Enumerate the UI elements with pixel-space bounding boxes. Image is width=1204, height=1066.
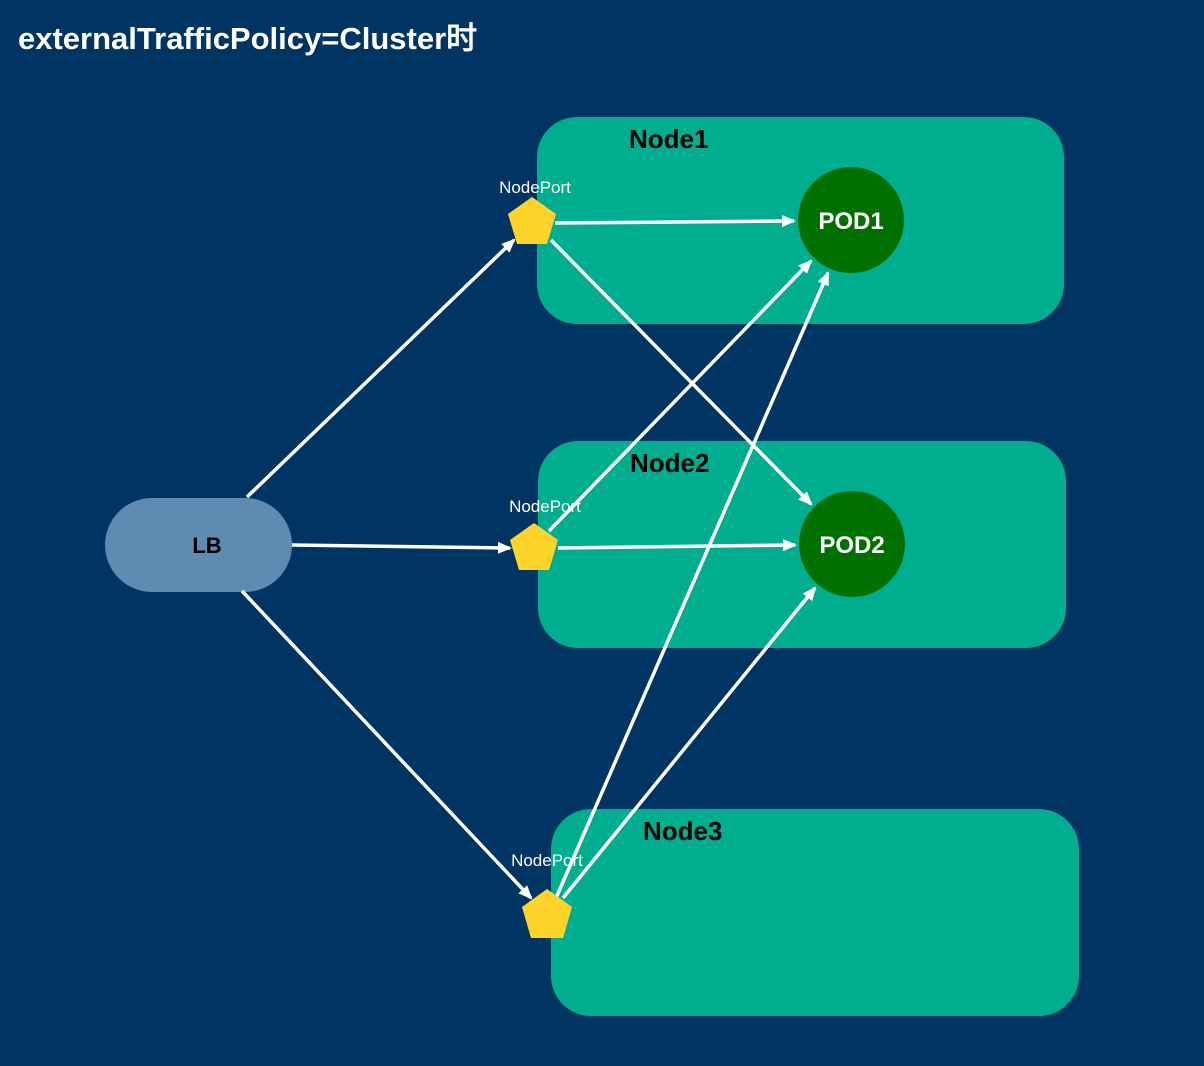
edge-lb-np1 — [245, 238, 516, 499]
edge-np2-pod1 — [547, 259, 813, 533]
load-balancer: LB — [105, 498, 292, 592]
edge-lb-np2 — [291, 541, 512, 554]
pod-pod2: POD2 — [799, 491, 905, 597]
pentagon-icon — [522, 889, 572, 938]
pod-label: POD1 — [818, 208, 883, 235]
edge-lb-np3 — [240, 589, 533, 900]
pod-pod1: POD1 — [798, 167, 904, 273]
pod-label: POD2 — [819, 532, 884, 559]
lb-label: LB — [192, 533, 221, 558]
pentagon-icon — [508, 197, 556, 244]
pentagon-icon — [510, 523, 558, 570]
edges — [240, 215, 830, 900]
edge-np3-pod1 — [554, 271, 830, 899]
nodeport-label: NodePort — [511, 851, 583, 870]
edge-np1-pod2 — [549, 238, 813, 506]
nodeport-np1: NodePort — [499, 178, 571, 244]
node-label: Node1 — [629, 124, 708, 154]
edge-np3-pod2 — [561, 586, 817, 900]
diagram-title: externalTrafficPolicy=Cluster时 — [18, 21, 477, 56]
edge-np2-pod2 — [557, 539, 797, 552]
node-box-node3: Node3 — [551, 809, 1079, 1016]
edge-np1-pod1 — [554, 215, 796, 228]
node-label: Node2 — [630, 448, 709, 478]
nodeport-np3: NodePort — [511, 851, 583, 938]
nodeport-np2: NodePort — [509, 497, 581, 570]
nodeport-label: NodePort — [509, 497, 581, 516]
node-label: Node3 — [643, 816, 722, 846]
nodeport-label: NodePort — [499, 178, 571, 197]
